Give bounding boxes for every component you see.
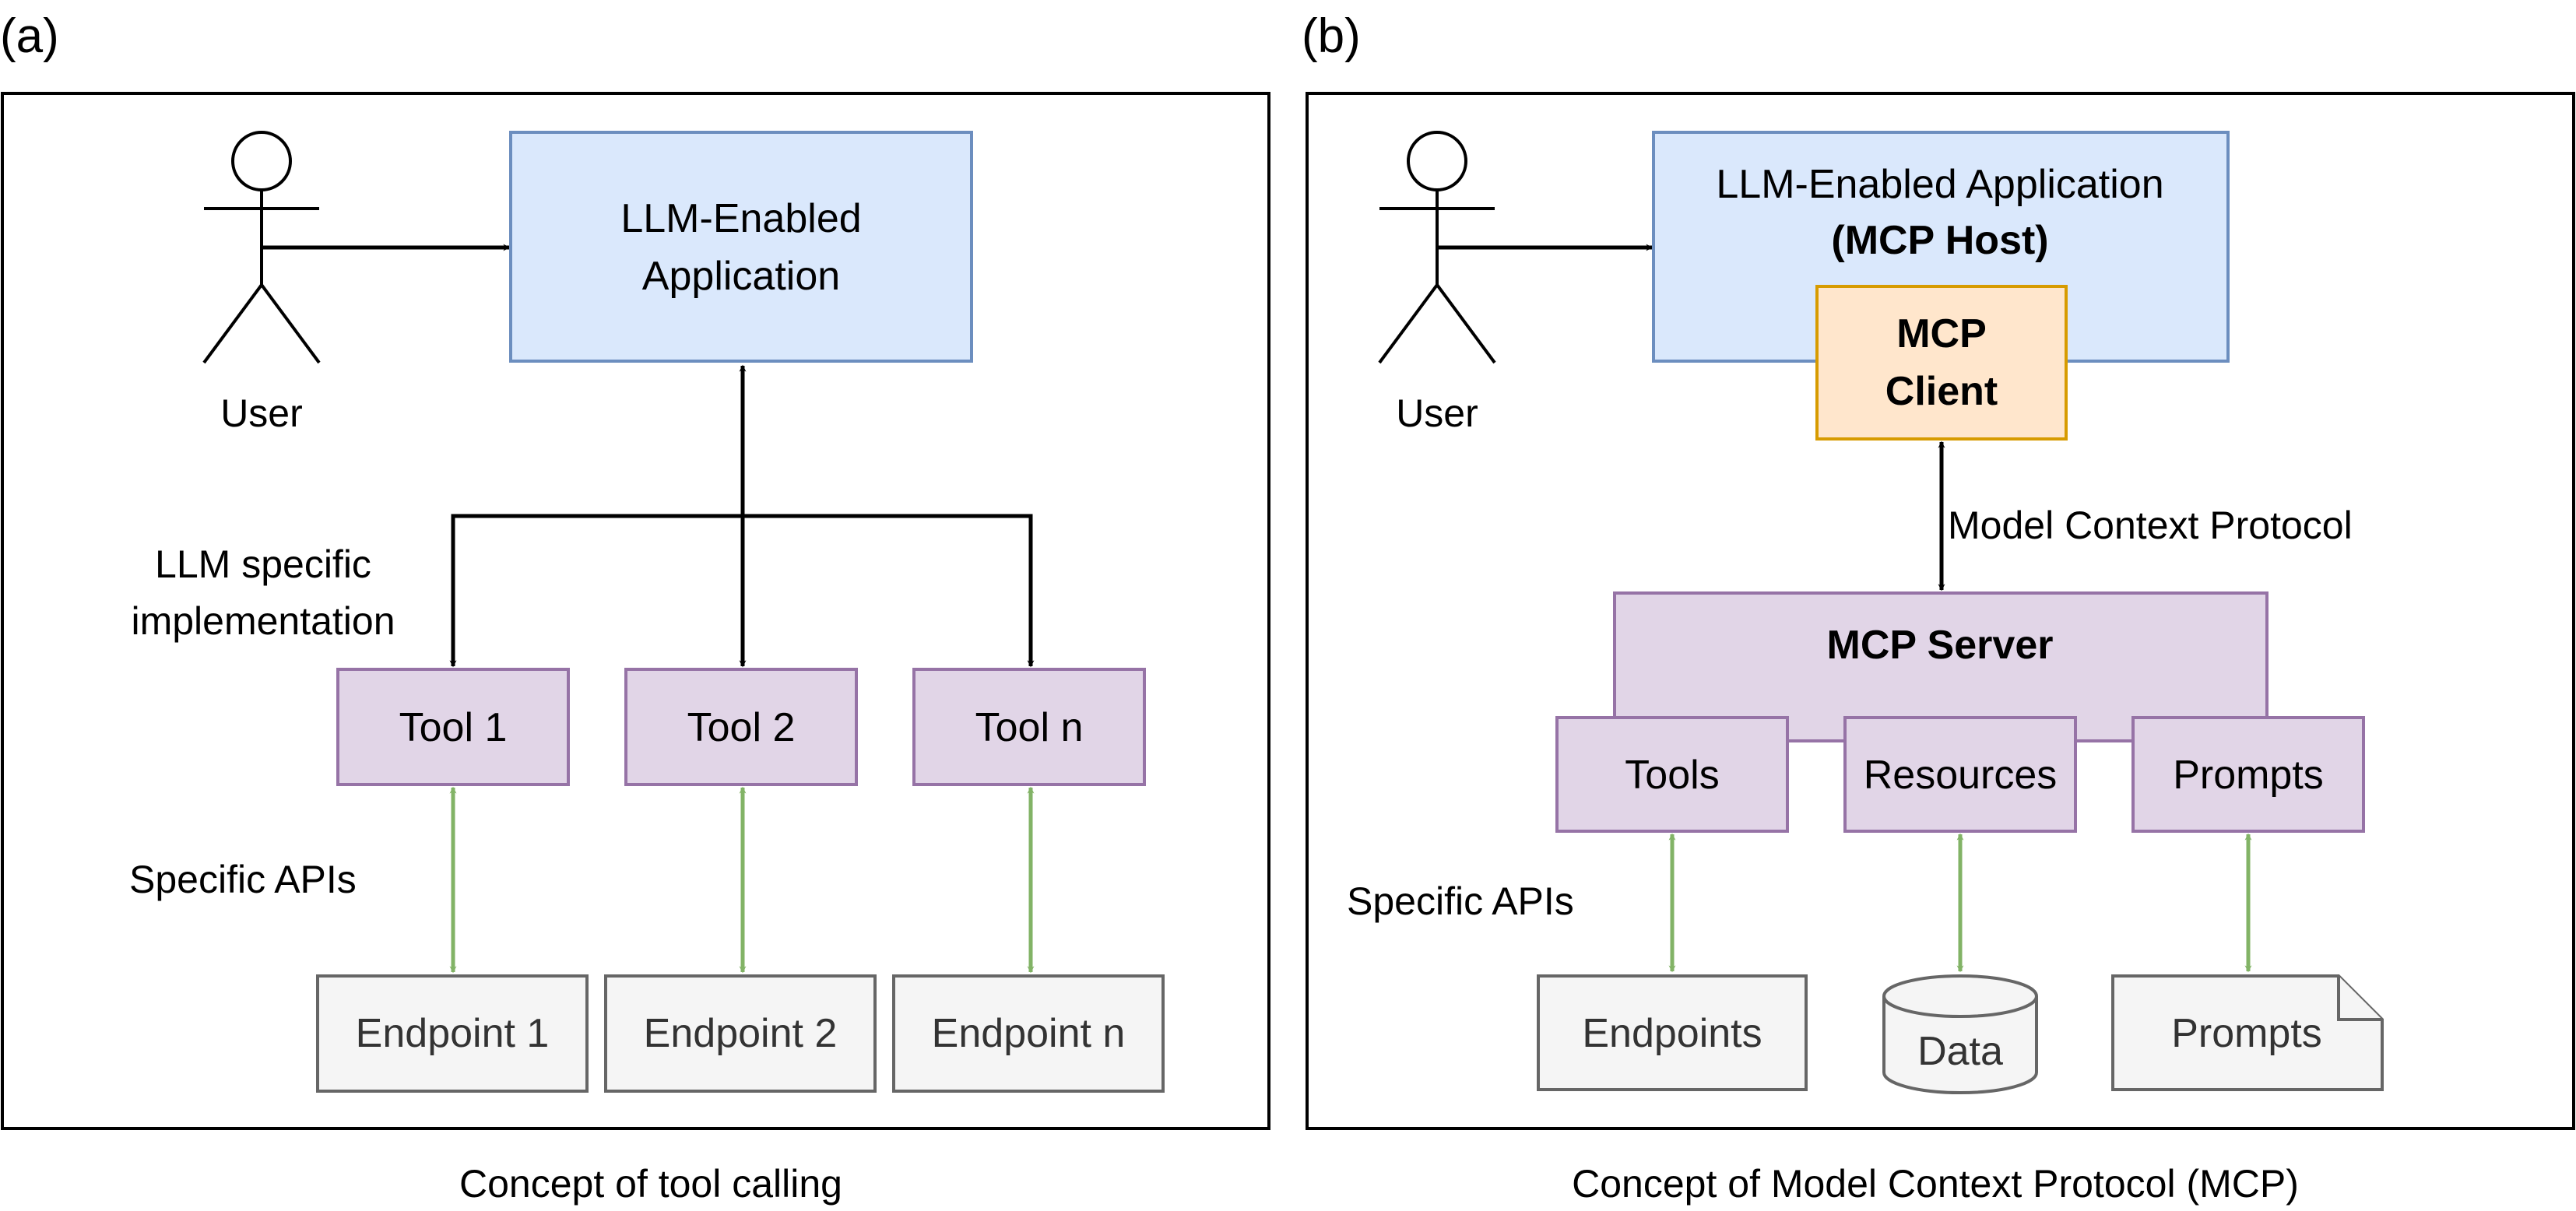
branch-to-tooln-arrow (743, 514, 1035, 668)
resources-capability-box (1843, 716, 2077, 833)
panel-b-label: (b) (1302, 9, 1361, 63)
user-leg-left (202, 283, 263, 364)
resources-capability-label: Resources (1864, 753, 2058, 798)
mcp-client-box (1815, 285, 2068, 441)
prompts-document-icon (2111, 974, 2384, 1091)
data-cylinder-top (1882, 974, 2038, 1018)
specific-apis-label-b: Specific APIs (1347, 879, 1574, 923)
caption-a: Concept of tool calling (459, 1162, 842, 1206)
mcp-client-label-line2: Client (1885, 369, 1998, 414)
endpoint-2-label: Endpoint 2 (644, 1011, 838, 1056)
user-leg-left (1378, 283, 1439, 364)
prompts-document-fold (2337, 976, 2382, 1021)
panel-a: (a) User LLM-Enabled Application LLM spe… (0, 9, 1270, 1206)
data-cylinder-icon (1882, 974, 2038, 1094)
mcp-host-label-line2: (MCP Host) (1831, 218, 2048, 263)
llm-app-label-line1: LLM-Enabled (620, 196, 861, 241)
panel-a-label: (a) (0, 9, 59, 63)
branch-to-tool1-arrow (449, 514, 743, 668)
llm-specific-label-line2: implementation (131, 599, 395, 643)
llm-specific-label-line1: LLM specific (155, 542, 371, 586)
endpoints-label: Endpoints (1582, 1011, 1762, 1056)
endpoint-n-box (892, 974, 1165, 1093)
tool-2-label: Tool 2 (687, 705, 796, 750)
prompts-document-shape (2111, 974, 2384, 1091)
user-label-b: User (1396, 391, 1478, 435)
tool-1-label: Tool 1 (399, 705, 508, 750)
user-leg-right (1436, 283, 1496, 364)
protocol-label: Model Context Protocol (1948, 504, 2353, 547)
data-label: Data (1917, 1029, 2003, 1074)
tool-n-box (912, 668, 1146, 786)
endpoint-1-box (316, 974, 589, 1093)
user-leg-right (260, 283, 321, 364)
endpoint-2-box (604, 974, 877, 1093)
tool-2-box (624, 668, 858, 786)
llm-app-label-line2: Application (642, 254, 840, 299)
prompts-file-label: Prompts (2171, 1011, 2322, 1056)
mcp-host-label-line1: LLM-Enabled Application (1716, 162, 2163, 207)
endpoint-n-label: Endpoint n (932, 1011, 1126, 1056)
prompts-capability-label: Prompts (2173, 753, 2324, 798)
prompts-capability-box (2131, 716, 2365, 833)
user-label-a: User (220, 391, 303, 435)
user-actor-a (202, 131, 321, 364)
endpoints-box (1537, 974, 1808, 1091)
mcp-client-label-line1: MCP (1896, 311, 1987, 356)
specific-apis-label-a: Specific APIs (129, 858, 357, 901)
caption-b: Concept of Model Context Protocol (MCP) (1572, 1162, 2299, 1206)
tools-capability-box (1555, 716, 1789, 833)
panel-b: (b) User LLM-Enabled Application (MCP Ho… (1302, 9, 2575, 1206)
endpoint-1-label: Endpoint 1 (356, 1011, 550, 1056)
tool-n-label: Tool n (975, 705, 1084, 750)
mcp-server-label: MCP Server (1827, 623, 2054, 668)
tool-1-box (336, 668, 570, 786)
tools-capability-label: Tools (1625, 753, 1719, 798)
llm-app-box (509, 131, 973, 363)
user-actor-b (1378, 131, 1496, 364)
data-cylinder-body (1882, 996, 2038, 1094)
